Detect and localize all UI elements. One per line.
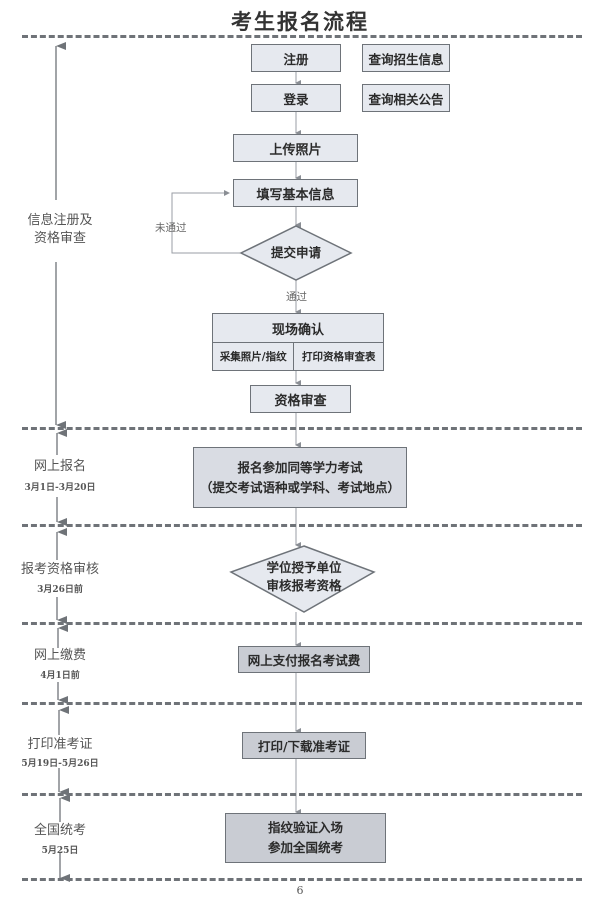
node-degree-review: 学位授予单位 审核报考资格 (244, 559, 364, 595)
stage-label-exam: 全国统考 (33, 823, 86, 838)
edge-label-passed: 通过 (286, 291, 307, 303)
node-pay-fee: 网上支付报名考试费 (238, 646, 370, 673)
stage-date-print-ticket: 5月19日-5月26日 (21, 759, 99, 769)
node-exam-line2: 参加全国统考 (267, 840, 343, 855)
stage-date-online-apply: 3月1日-3月20日 (24, 483, 96, 493)
stage-date-exam: 5月25日 (41, 846, 79, 856)
page-number: 6 (296, 884, 304, 897)
node-upload-photo: 上传照片 (233, 134, 358, 162)
node-submit: 提交申请 (270, 245, 321, 260)
edge-label-not-passed: 未通过 (155, 222, 187, 234)
edge-not-passed-loop (171, 190, 242, 254)
submit-diamond (239, 225, 353, 281)
node-collect-photo: 采集照片/指纹 (213, 343, 295, 370)
stage-divider (22, 622, 582, 625)
stage-label-qualification: 报考资格审核 (20, 562, 99, 577)
node-fill-info: 填写基本信息 (233, 179, 358, 207)
node-query-info: 查询招生信息 (362, 44, 450, 72)
node-onsite-confirm: 现场确认 (213, 314, 383, 343)
stage-divider (22, 878, 582, 881)
node-online-apply-line2: （提交考试语种或学科、考试地点） (199, 479, 400, 495)
stage-label-line: 资格审查 (33, 231, 86, 246)
node-login: 登录 (251, 84, 341, 112)
stage-label-print-ticket: 打印准考证 (27, 737, 93, 752)
stage-divider (22, 793, 582, 796)
stage-label-payment: 网上缴费 (33, 648, 86, 663)
node-query-notice: 查询相关公告 (362, 84, 450, 112)
stage-divider (22, 427, 582, 430)
node-onsite-confirm-group: 现场确认 采集照片/指纹 打印资格审查表 (212, 313, 384, 371)
node-exam-line1: 指纹验证入场 (267, 820, 343, 835)
stage-divider (22, 524, 582, 527)
stage-date-payment: 4月1日前 (40, 671, 80, 681)
stage-label-line: 信息注册及 (27, 213, 93, 228)
node-degree-review-line1: 学位授予单位 (266, 560, 342, 575)
node-online-apply: 报名参加同等学力考试 （提交考试语种或学科、考试地点） (193, 447, 407, 508)
node-print-form: 打印资格审查表 (301, 351, 376, 363)
stage-label-online-apply: 网上报名 (33, 459, 86, 474)
stage-date-qualification: 3月26日前 (37, 585, 83, 595)
node-degree-review-line2: 审核报考资格 (266, 578, 342, 593)
node-register: 注册 (251, 44, 341, 72)
node-online-apply-line1: 报名参加同等学力考试 (237, 459, 363, 475)
stage-label-registration: 信息注册及 资格审查 (0, 212, 120, 248)
degree-review-diamond (229, 545, 376, 613)
stage-divider (22, 702, 582, 705)
stage-divider (22, 35, 582, 38)
page-title: 考生报名流程 (231, 9, 369, 34)
node-print-ticket: 打印/下载准考证 (242, 732, 366, 759)
node-exam: 指纹验证入场 参加全国统考 (225, 813, 386, 863)
node-qualification-review: 资格审查 (250, 385, 351, 413)
